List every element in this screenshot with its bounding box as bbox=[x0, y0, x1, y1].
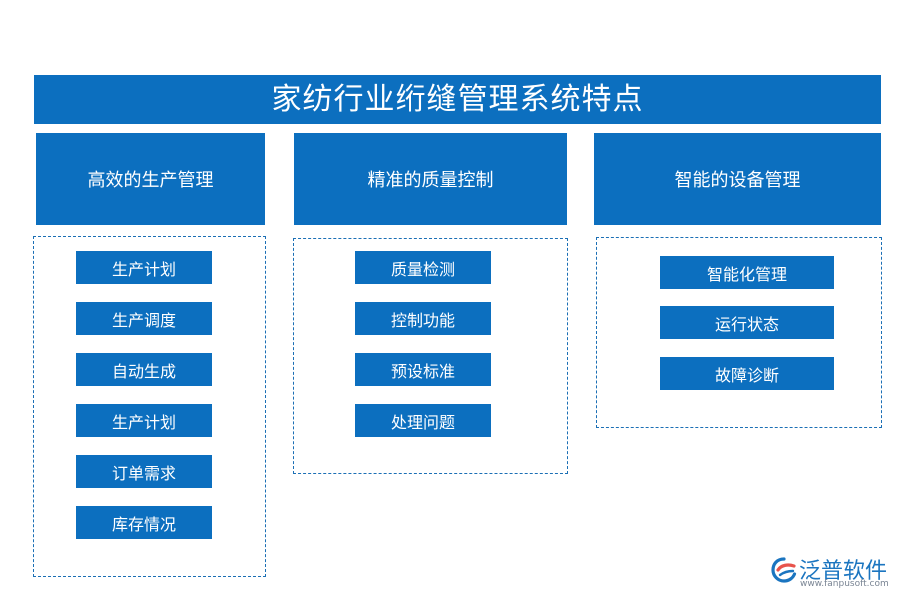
item-preset-standard: 预设标准 bbox=[355, 353, 491, 386]
column-header-production: 高效的生产管理 bbox=[36, 133, 265, 225]
column-box-production bbox=[33, 236, 266, 577]
item-order-demand: 订单需求 bbox=[76, 455, 212, 488]
column-header-equipment: 智能的设备管理 bbox=[594, 133, 881, 225]
item-quality-inspection: 质量检测 bbox=[355, 251, 491, 284]
item-fault-diagnosis: 故障诊断 bbox=[660, 357, 834, 390]
item-intelligent-management: 智能化管理 bbox=[660, 256, 834, 289]
fanpu-logo-icon bbox=[771, 557, 797, 583]
item-production-scheduling: 生产调度 bbox=[76, 302, 212, 335]
item-handle-problem: 处理问题 bbox=[355, 404, 491, 437]
item-production-plan: 生产计划 bbox=[76, 251, 212, 284]
item-inventory-status: 库存情况 bbox=[76, 506, 212, 539]
brand-url: www.fanpusoft.com bbox=[800, 579, 889, 589]
column-box-quality bbox=[293, 238, 568, 474]
column-header-quality: 精准的质量控制 bbox=[294, 133, 567, 225]
item-control-function: 控制功能 bbox=[355, 302, 491, 335]
item-production-plan-2: 生产计划 bbox=[76, 404, 212, 437]
brand-name: 泛普软件 bbox=[799, 559, 888, 584]
column-box-equipment bbox=[596, 237, 882, 428]
item-auto-generate: 自动生成 bbox=[76, 353, 212, 386]
brand-logo: 泛普软件 www.fanpusoft.com bbox=[770, 553, 895, 593]
diagram-title: 家纺行业绗缝管理系统特点 bbox=[34, 75, 881, 124]
item-running-status: 运行状态 bbox=[660, 306, 834, 339]
